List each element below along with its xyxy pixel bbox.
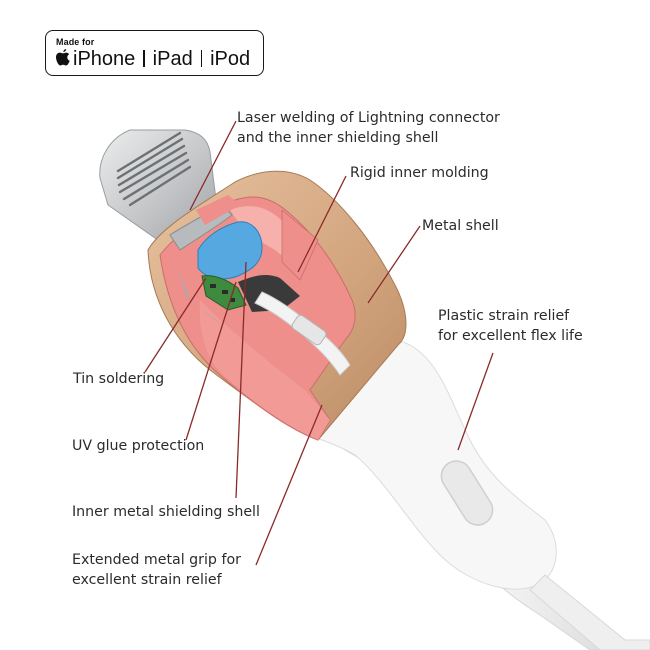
pcb-components [210, 284, 235, 302]
leader-metal-grip [255, 404, 323, 566]
wire-crimp [291, 314, 327, 346]
ipad-text: iPad [152, 48, 193, 70]
leader-rigid-molding [297, 175, 347, 273]
molding-chunk [281, 209, 319, 281]
molding-lower [199, 300, 330, 440]
strain-relief-slot [440, 460, 494, 526]
label-rigid-molding: Rigid inner molding [350, 165, 489, 181]
leader-laser-welding [189, 120, 237, 211]
apple-logo-icon [55, 48, 71, 73]
iphone-text: iPhone [73, 48, 136, 70]
label-laser-welding-line2: and the inner shielding shell [237, 130, 439, 146]
label-strain-relief-line2: for excellent flex life [438, 328, 583, 344]
label-uv-glue: UV glue protection [72, 438, 205, 454]
mfi-products: iPhone iPad iPod [55, 48, 250, 73]
leader-tin-soldering [144, 277, 207, 373]
label-metal-grip-line2: excellent strain relief [72, 572, 222, 588]
front-molding-lip [196, 195, 240, 225]
cable-tail [529, 574, 650, 650]
leader-uv-glue [185, 281, 237, 441]
leader-metal-shell [367, 225, 421, 304]
badge-divider [200, 50, 203, 67]
label-inner-shield: Inner metal shielding shell [72, 504, 260, 520]
mfi-badge: Made for iPhone iPad iPod [45, 30, 264, 76]
label-laser-welding: Laser welding of Lightning connector and… [237, 108, 500, 148]
ipod-text: iPod [210, 48, 251, 70]
inner-cavity [238, 275, 300, 312]
label-strain-relief-line1: Plastic strain relief [438, 308, 570, 324]
label-metal-shell: Metal shell [422, 218, 499, 234]
shielding-shell-lower [178, 268, 222, 325]
plug-contacts [116, 131, 192, 207]
leader-strain-relief [457, 352, 494, 451]
leader-inner-shield [235, 261, 247, 499]
label-metal-grip: Extended metal grip for excellent strain… [72, 550, 241, 590]
made-for-label: Made for [56, 37, 95, 47]
label-tin-soldering: Tin soldering [73, 371, 165, 387]
label-metal-grip-line1: Extended metal grip for [72, 552, 241, 568]
label-strain-relief: Plastic strain relief for excellent flex… [438, 306, 583, 346]
label-laser-welding-line1: Laser welding of Lightning connector [237, 110, 500, 126]
badge-divider [143, 50, 145, 67]
